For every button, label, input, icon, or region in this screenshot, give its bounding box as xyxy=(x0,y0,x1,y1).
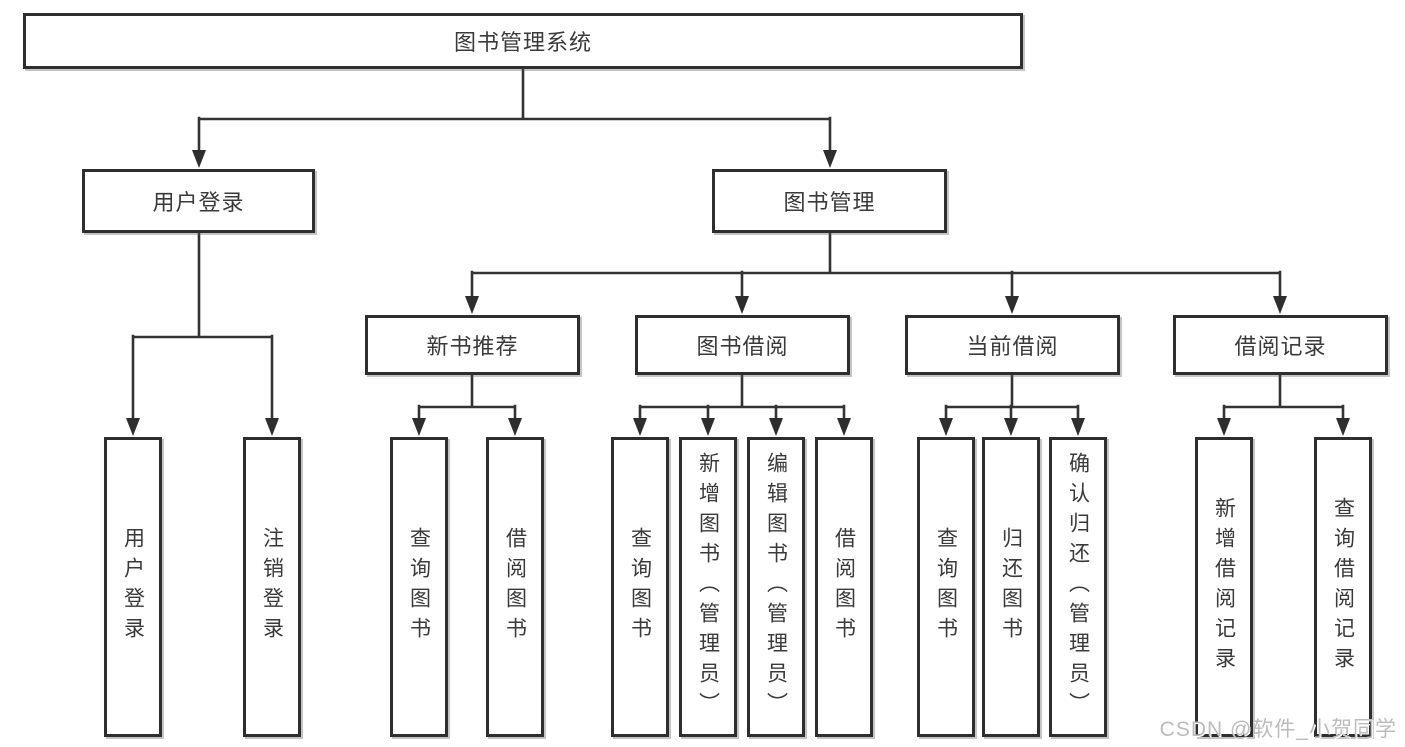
arrowhead xyxy=(1071,418,1085,436)
arrowhead xyxy=(769,418,783,436)
arrowhead xyxy=(412,418,426,436)
arrowhead xyxy=(939,418,953,436)
arrowhead xyxy=(465,296,479,314)
edge-root-to-level2 xyxy=(197,65,832,156)
arrowhead xyxy=(837,418,851,436)
leaf-current-confirm-return-admin: 确认归还（管理员） xyxy=(1049,437,1107,737)
leaf-current-query-books: 查询图书 xyxy=(917,437,975,737)
leaf-borrowing-add-books-admin: 新增图书（管理员） xyxy=(679,437,737,737)
arrowhead xyxy=(701,418,715,436)
arrowhead xyxy=(192,150,206,168)
leaf-borrowing-edit-books-admin: 编辑图书（管理员） xyxy=(747,437,805,737)
node-current-borrowing: 当前借阅 xyxy=(905,315,1120,375)
leaf-recommend-query-books: 查询图书 xyxy=(390,437,448,737)
edge-borrow-records-to-leaves xyxy=(1222,372,1345,424)
edge-new-book-rec-to-leaves xyxy=(417,372,517,424)
leaf-borrowing-query-books: 查询图书 xyxy=(611,437,669,737)
arrowhead xyxy=(633,418,647,436)
arrowhead xyxy=(823,150,837,168)
arrowhead xyxy=(508,418,522,436)
leaf-borrowing-borrow-books: 借阅图书 xyxy=(815,437,873,737)
node-user-login: 用户登录 xyxy=(82,169,315,233)
edge-book-mgmt-to-level3 xyxy=(470,230,1282,302)
arrowhead xyxy=(265,418,279,436)
node-new-book-recommend: 新书推荐 xyxy=(365,315,580,375)
leaf-logout: 注销登录 xyxy=(243,437,301,737)
node-book-management: 图书管理 xyxy=(712,169,947,233)
leaf-current-return-books: 归还图书 xyxy=(982,437,1040,737)
edge-user-login-to-leaves xyxy=(131,230,274,424)
leaf-user-login: 用户登录 xyxy=(104,437,162,737)
leaf-recommend-borrow-books: 借阅图书 xyxy=(486,437,544,737)
arrowhead xyxy=(1217,418,1231,436)
arrowhead xyxy=(1005,296,1019,314)
node-system-root: 图书管理系统 xyxy=(23,13,1023,69)
arrowhead xyxy=(1336,418,1350,436)
leaf-records-add-record: 新增借阅记录 xyxy=(1195,437,1253,737)
arrowhead xyxy=(126,418,140,436)
leaf-records-query-record: 查询借阅记录 xyxy=(1314,437,1372,737)
node-borrow-records: 借阅记录 xyxy=(1173,315,1388,375)
node-book-borrowing: 图书借阅 xyxy=(635,315,850,375)
arrowhead xyxy=(1273,296,1287,314)
edge-current-borrow-to-leaves xyxy=(944,372,1080,424)
arrowhead xyxy=(1004,418,1018,436)
edge-book-borrow-to-leaves xyxy=(638,372,846,424)
arrowhead xyxy=(735,296,749,314)
csdn-watermark: CSDN @软件_小贺同学 xyxy=(1159,718,1397,741)
